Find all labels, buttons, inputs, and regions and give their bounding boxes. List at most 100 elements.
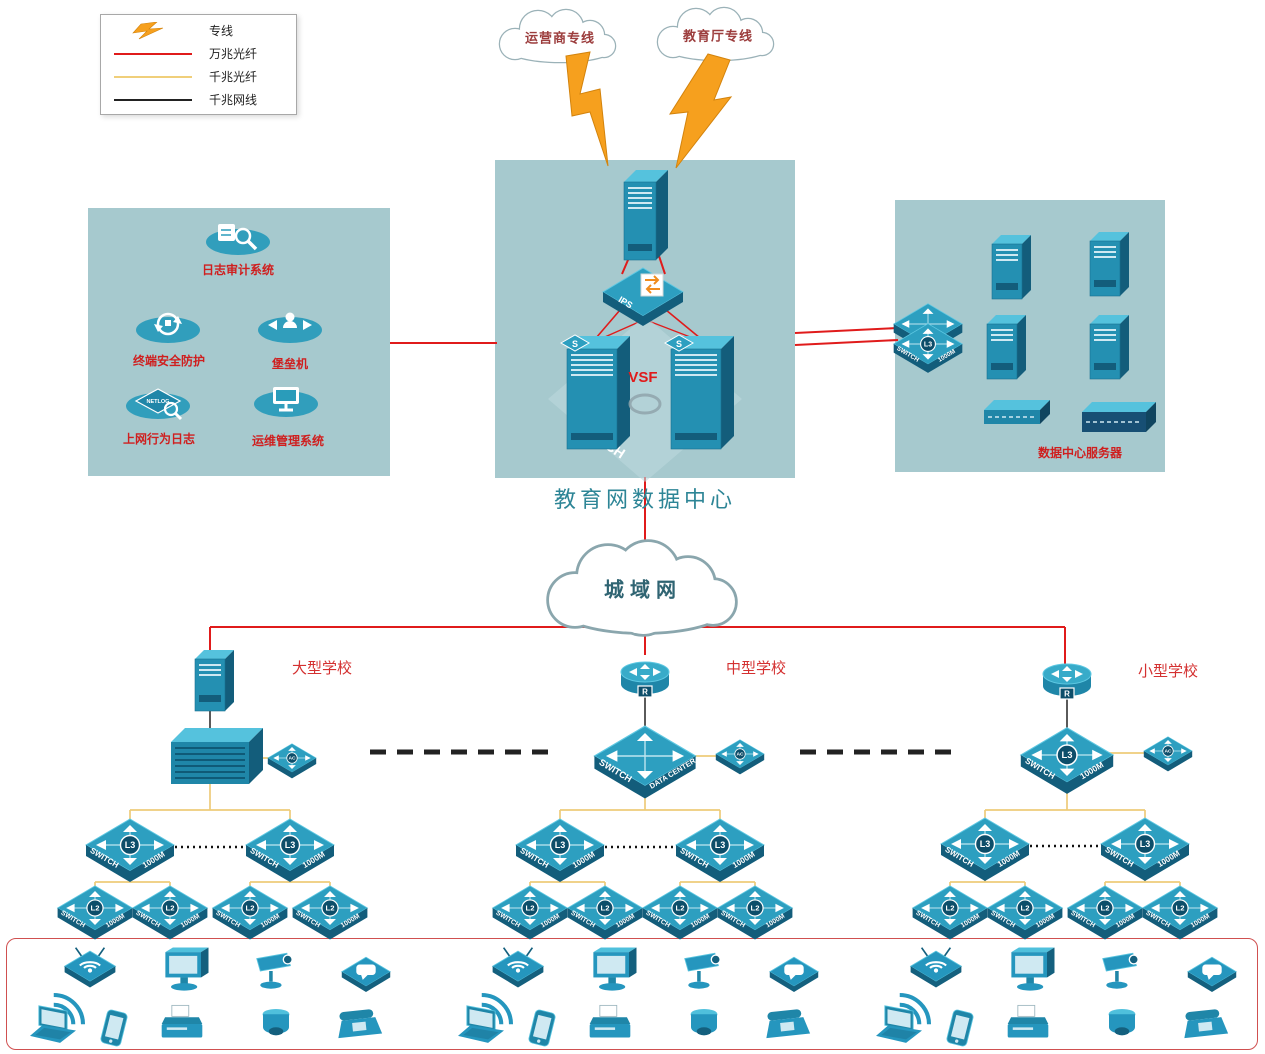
school-name-medium: 中型学校	[725, 661, 786, 677]
core-switch-chassis	[171, 728, 263, 784]
svg-text:L2: L2	[326, 904, 335, 913]
svg-text:SWITCH: SWITCH	[570, 910, 597, 930]
ac-controller: AC	[1143, 736, 1193, 772]
svg-text:1000M: 1000M	[340, 913, 362, 930]
svg-text:运营商专线: 运营商专线	[525, 30, 595, 45]
security-panel	[88, 208, 390, 476]
svg-text:L2: L2	[526, 904, 535, 913]
black-line-icon	[109, 98, 197, 101]
svg-text:L2: L2	[91, 904, 100, 913]
school-name-large: 大型学校	[291, 661, 352, 677]
svg-text:SWITCH: SWITCH	[135, 910, 162, 930]
svg-text:1000M: 1000M	[141, 850, 167, 870]
svg-text:L2: L2	[1101, 904, 1110, 913]
legend-label-1g-cable: 千兆网线	[209, 93, 258, 107]
svg-text:1000M: 1000M	[260, 913, 282, 930]
legend: 专线 万兆光纤 千兆光纤 千兆网线	[100, 14, 297, 115]
datacenter-title: 教育网数据中心	[553, 487, 736, 512]
svg-text:L3: L3	[980, 839, 991, 849]
svg-text:1000M: 1000M	[615, 913, 637, 930]
svg-text:L2: L2	[246, 904, 255, 913]
svg-text:1000M: 1000M	[1035, 913, 1057, 930]
svg-text:SWITCH: SWITCH	[1070, 910, 1097, 930]
svg-text:L2: L2	[601, 904, 610, 913]
lightning-bolts	[565, 51, 733, 169]
svg-text:1000M: 1000M	[540, 913, 562, 930]
svg-text:AC: AC	[288, 756, 296, 762]
legend-label-1g-fiber: 千兆光纤	[209, 70, 258, 84]
svg-text:1000M: 1000M	[180, 913, 202, 930]
svg-text:SWITCH: SWITCH	[915, 910, 942, 930]
svg-text:R: R	[642, 688, 648, 697]
svg-text:SWITCH: SWITCH	[597, 757, 634, 784]
svg-text:SWITCH: SWITCH	[495, 910, 522, 930]
router: R	[1042, 663, 1092, 700]
server-panel	[895, 200, 1165, 472]
svg-text:L3: L3	[285, 840, 296, 850]
ac-controller: AC	[715, 739, 765, 775]
ac-controller: AC	[267, 743, 317, 779]
svg-text:L3: L3	[1061, 750, 1072, 761]
legend-row-1g-cable: 千兆网线	[101, 88, 296, 111]
svg-text:SWITCH: SWITCH	[248, 846, 280, 870]
svg-text:SWITCH: SWITCH	[88, 846, 120, 870]
svg-text:L2: L2	[1021, 904, 1030, 913]
svg-text:SWITCH: SWITCH	[645, 910, 672, 930]
svg-text:SWITCH: SWITCH	[295, 910, 322, 930]
lightning-bolt-left	[565, 51, 609, 167]
svg-text:AC: AC	[1164, 749, 1172, 755]
svg-text:1000M: 1000M	[1190, 913, 1212, 930]
svg-text:1000M: 1000M	[765, 913, 787, 930]
red-line-icon	[109, 52, 197, 55]
lightning-bolt-right	[669, 53, 733, 169]
yellow-line-icon	[109, 75, 197, 78]
svg-text:1000M: 1000M	[105, 913, 127, 930]
legend-label-10g-fiber: 万兆光纤	[209, 47, 258, 61]
svg-text:SWITCH: SWITCH	[720, 910, 747, 930]
router: R	[620, 661, 670, 698]
svg-text:教育厅专线: 教育厅专线	[682, 28, 753, 43]
svg-text:DATA CENTER: DATA CENTER	[648, 756, 698, 791]
svg-text:SWITCH: SWITCH	[1023, 755, 1056, 781]
svg-text:城域网: 城域网	[604, 578, 682, 602]
legend-row-1g-fiber: 千兆光纤	[101, 65, 296, 88]
cloud-edu-line: 教育厅专线	[656, 6, 775, 62]
legend-row-dedicated: 专线	[101, 19, 296, 42]
legend-row-10g: 万兆光纤	[101, 42, 296, 65]
lightning-icon	[109, 21, 197, 40]
svg-text:L2: L2	[751, 904, 760, 913]
svg-text:SWITCH: SWITCH	[1103, 845, 1135, 869]
legend-label-dedicated-line: 专线	[209, 24, 234, 38]
school-name-small: 小型学校	[1137, 664, 1198, 680]
svg-text:1000M: 1000M	[996, 849, 1022, 869]
svg-text:SWITCH: SWITCH	[1145, 910, 1172, 930]
svg-text:1000M: 1000M	[960, 913, 982, 930]
svg-text:AC: AC	[736, 752, 744, 758]
cloud-carrier-line: 运营商专线	[498, 8, 617, 64]
svg-text:1000M: 1000M	[731, 850, 757, 870]
svg-text:SWITCH: SWITCH	[678, 846, 710, 870]
svg-text:L2: L2	[1176, 904, 1185, 913]
svg-text:L3: L3	[555, 840, 566, 850]
svg-text:1000M: 1000M	[301, 850, 327, 870]
school-server	[194, 650, 234, 712]
terminal-zone	[6, 938, 1258, 1050]
